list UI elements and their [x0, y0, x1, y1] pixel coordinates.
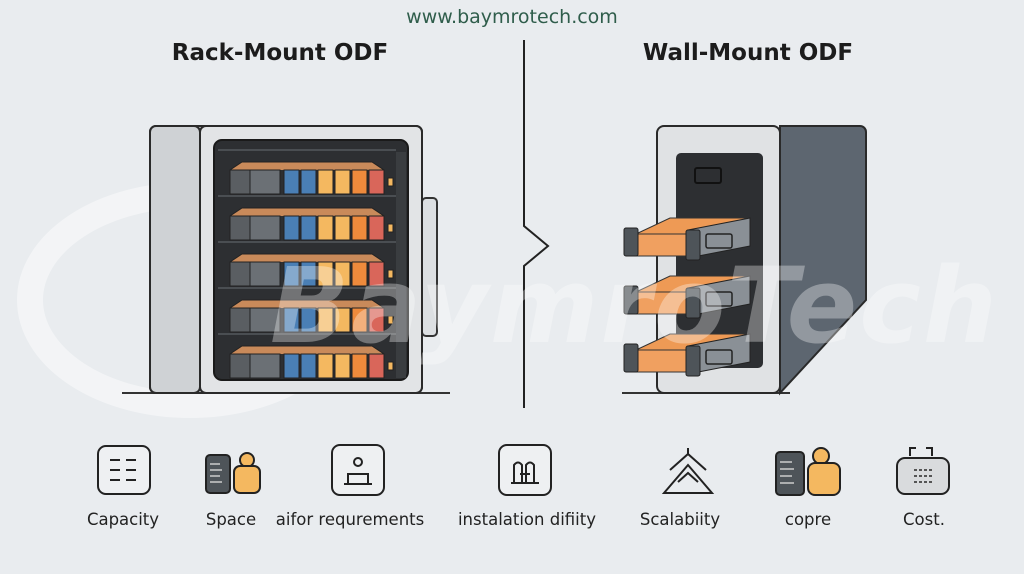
fiber-port: [300, 307, 317, 333]
fiber-port: [334, 353, 351, 379]
website-url[interactable]: www.baymrotech.com: [406, 6, 618, 28]
fiber-port: [283, 215, 300, 241]
rack-shelf: [218, 241, 396, 287]
fiber-port: [300, 169, 317, 195]
fiber-port: [368, 261, 385, 287]
odf-drawer: [623, 275, 751, 319]
fiber-port: [368, 215, 385, 241]
fiber-port: [300, 353, 317, 379]
server-person-icon: [775, 447, 841, 496]
rack-shelf: [218, 287, 396, 333]
installation-box-icon: [498, 444, 552, 496]
fiber-port: [351, 215, 368, 241]
cost-device-icon: [896, 447, 950, 495]
server-person-icon: [205, 452, 261, 494]
fiber-port: [317, 215, 334, 241]
fiber-port: [368, 353, 385, 379]
fiber-port: [300, 215, 317, 241]
odf-drawer: [623, 217, 751, 261]
fiber-port: [283, 353, 300, 379]
odf-drawer: [623, 333, 751, 377]
fiber-port: [283, 261, 300, 287]
fiber-port: [283, 307, 300, 333]
divider: [523, 40, 550, 408]
feature-label-space: Space: [205, 510, 257, 529]
fiber-port: [317, 261, 334, 287]
fiber-port: [334, 261, 351, 287]
fiber-port: [334, 215, 351, 241]
feature-label-copre: copre: [784, 510, 832, 529]
fiber-port: [351, 307, 368, 333]
fiber-port: [368, 307, 385, 333]
rack-shelf: [218, 149, 396, 195]
fiber-port: [283, 169, 300, 195]
feature-label-requirements: aifor requrements: [275, 510, 425, 529]
fiber-port: [351, 169, 368, 195]
feature-label-scalability: Scalabiity: [639, 510, 721, 529]
fiber-port: [317, 307, 334, 333]
person-desk-icon: [331, 444, 385, 496]
rack-mount-title: Rack-Mount ODF: [171, 40, 389, 66]
rack-shelf: [218, 333, 396, 379]
fiber-port: [317, 353, 334, 379]
chevron-up-triangle-icon: [661, 448, 715, 494]
fiber-port: [334, 307, 351, 333]
fiber-port: [351, 261, 368, 287]
fiber-port: [300, 261, 317, 287]
watermark-text: BaymroTech: [270, 245, 999, 367]
fiber-port: [317, 169, 334, 195]
feature-label-cost: Cost.: [903, 510, 945, 529]
rack-shelf: [218, 195, 396, 241]
fiber-port: [368, 169, 385, 195]
fiber-port: [334, 169, 351, 195]
feature-label-installation: instalation difiity: [457, 510, 597, 529]
fiber-port: [351, 353, 368, 379]
rack-mount-odf: [149, 125, 438, 394]
wall-mount-odf: [623, 125, 867, 396]
list-box-icon: [97, 445, 151, 495]
wall-mount-title: Wall-Mount ODF: [642, 40, 854, 66]
feature-label-capacity: Capacity: [86, 510, 160, 529]
